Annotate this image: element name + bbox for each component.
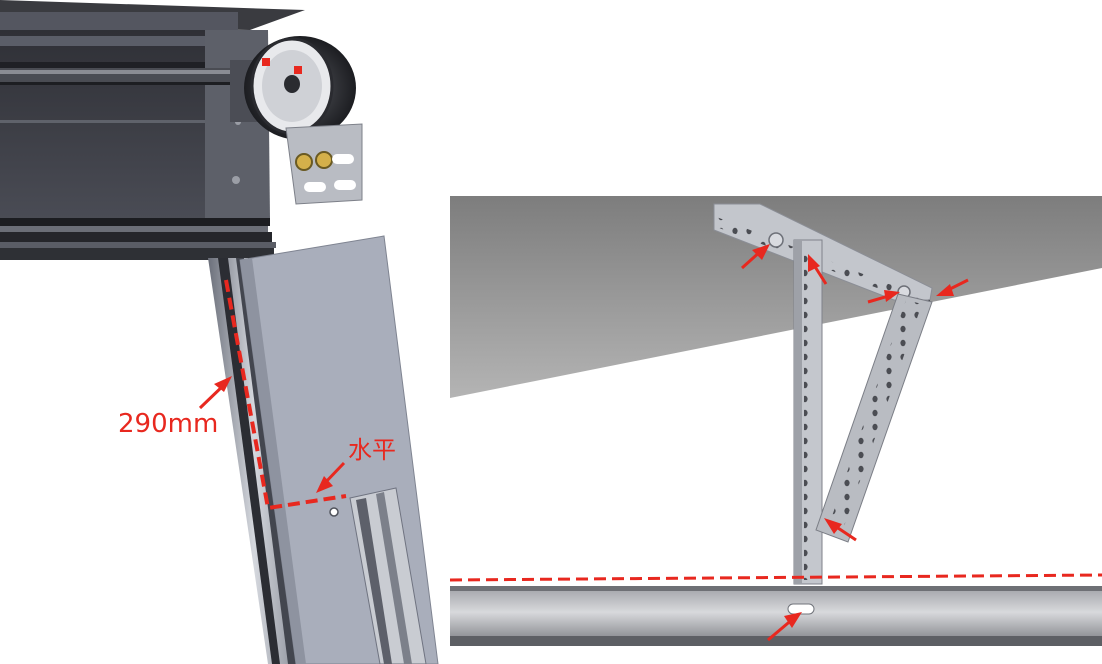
callout-arrow-level — [316, 461, 346, 493]
callout-arrow-beam-slot — [767, 612, 802, 642]
callout-arrow-strut-top — [808, 254, 828, 285]
ceiling-slab — [450, 196, 1102, 398]
red-set-screw — [294, 66, 302, 74]
measurement-290mm-line — [224, 279, 347, 511]
callout-arrow-brace-top — [867, 290, 900, 304]
spring-drum — [230, 36, 356, 140]
mounting-plate — [285, 123, 363, 205]
roller-box-housing — [0, 30, 240, 220]
guide-beam — [450, 586, 1102, 664]
callout-arrow-brace-end — [936, 278, 969, 296]
level-label: 水平 — [348, 436, 396, 464]
red-set-screw — [262, 58, 270, 66]
callout-arrow-brace-bottom — [824, 518, 857, 542]
callout-arrow-bracket-bolt — [740, 244, 770, 270]
level-reference-line — [449, 573, 1102, 582]
left-panel-roller-box — [0, 0, 305, 260]
lower-guide-channel — [349, 487, 427, 664]
guide-rail — [208, 258, 300, 664]
roller-tube — [0, 68, 280, 85]
callout-arrow-290mm — [198, 376, 232, 410]
vertical-slotted-strut — [793, 239, 823, 585]
dimension-label-290mm: 290mm — [118, 409, 218, 439]
diagonal-brace — [815, 293, 933, 543]
